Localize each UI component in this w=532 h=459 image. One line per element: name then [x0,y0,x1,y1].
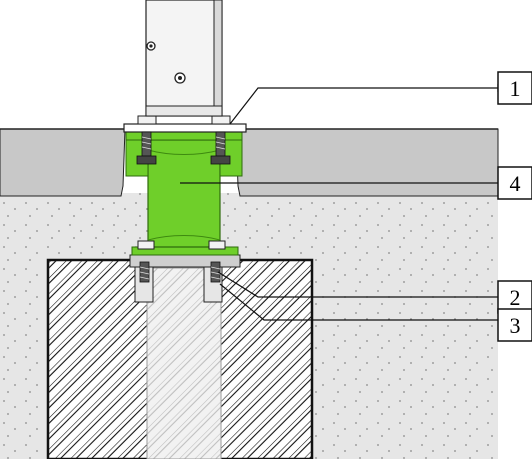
green-sleeve [147,139,221,248]
bolt-icon [210,115,231,165]
floor-slab [0,128,499,197]
svg-text:4: 4 [510,171,521,196]
callout-3: 3 [497,308,532,342]
top-plate [123,123,247,133]
callout-1: 1 [497,71,532,105]
svg-text:1: 1 [510,76,521,101]
nut-icon [208,240,226,283]
nut-icon [137,240,155,283]
leader-lines [180,84,499,321]
leader-1 [229,87,498,125]
callout-4: 4 [497,166,532,200]
post [145,0,223,117]
leader-2 [217,271,498,298]
svg-text:2: 2 [510,285,521,310]
leader-3 [219,283,498,321]
svg-text:3: 3 [510,313,521,338]
bolt-icon [136,115,157,165]
callout-2: 2 [497,280,532,314]
